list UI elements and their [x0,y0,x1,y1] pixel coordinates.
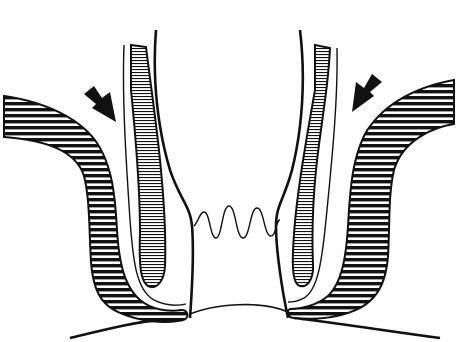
bottom-inner-curve [190,305,288,314]
bottom-skin-curve-right [294,318,440,338]
right-arrow-icon [352,74,382,112]
right-inner-hatched-band [293,45,330,286]
wavy-line [194,206,280,238]
left-arrow-icon [84,86,116,122]
left-inner-hatched-band [131,45,165,287]
